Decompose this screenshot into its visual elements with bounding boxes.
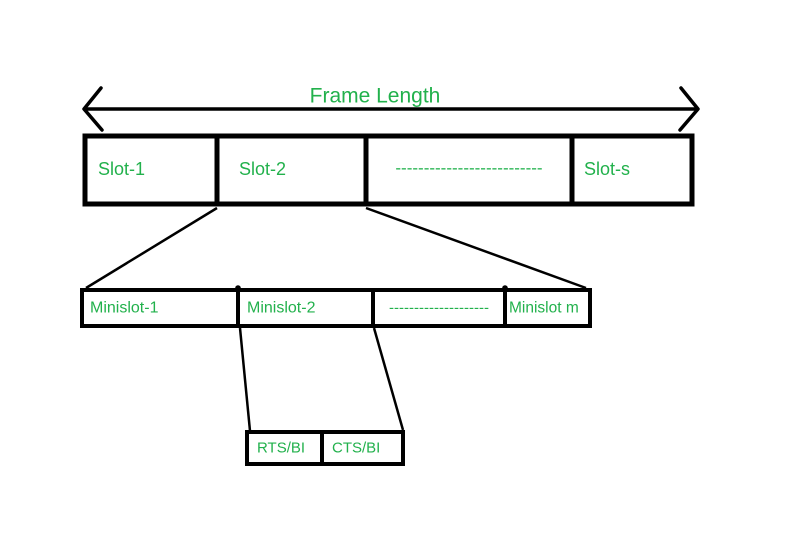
cts-bi-label: CTS/BI bbox=[332, 440, 380, 457]
slot-row: Slot-1 Slot-2 --------------------------… bbox=[82, 133, 695, 207]
divider-endpoint-dot-left bbox=[235, 285, 241, 291]
frame-length-arrowhead-right bbox=[678, 86, 700, 132]
minislot-expansion-line-left bbox=[238, 327, 252, 432]
minislot-ellipsis: -------------------- bbox=[389, 300, 489, 317]
frame-length-arrowhead-left bbox=[82, 86, 104, 132]
control-row-box bbox=[245, 430, 405, 466]
slot-2-label: Slot-2 bbox=[239, 159, 286, 179]
minislot-m-label: Minislot m bbox=[509, 300, 579, 317]
control-row: RTS/BI CTS/BI bbox=[245, 430, 405, 466]
rts-bi-label: RTS/BI bbox=[257, 440, 305, 457]
frame-length-label: Frame Length bbox=[310, 85, 441, 108]
slot-ellipsis: -------------------------- bbox=[395, 159, 542, 178]
minislot-1-label: Minislot-1 bbox=[90, 300, 159, 317]
minislot-2-label: Minislot-2 bbox=[247, 300, 316, 317]
slot-1-label: Slot-1 bbox=[98, 159, 145, 179]
slot-expansion-line-right bbox=[365, 206, 587, 290]
minislot-expansion-line-right bbox=[372, 327, 405, 431]
slot-s-label: Slot-s bbox=[584, 159, 630, 179]
slot-expansion-line-left bbox=[85, 206, 218, 290]
frame-length-arrow: Frame Length bbox=[82, 85, 700, 132]
divider-endpoint-dot-right bbox=[502, 285, 508, 291]
minislot-row: Minislot-1 Minislot-2 ------------------… bbox=[80, 285, 592, 328]
slot-row-box bbox=[82, 133, 695, 207]
